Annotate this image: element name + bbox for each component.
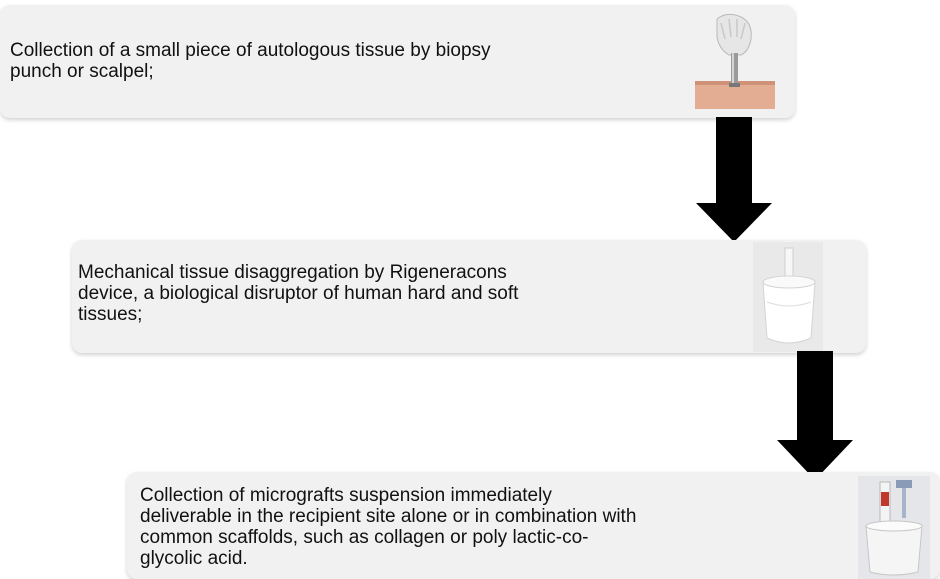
step-3-text: Collection of micrografts suspension imm… (140, 485, 780, 569)
step-2-text: Mechanical tissue disaggregation by Rige… (78, 262, 698, 325)
biopsy-punch-icon (695, 9, 775, 109)
step-1-text: Collection of a small piece of autologou… (10, 40, 650, 82)
rigeneracons-device-icon (753, 242, 823, 352)
arrow-down-icon (777, 351, 853, 480)
micrograft-syringe-icon (858, 476, 930, 579)
arrow-down-icon (696, 117, 772, 242)
